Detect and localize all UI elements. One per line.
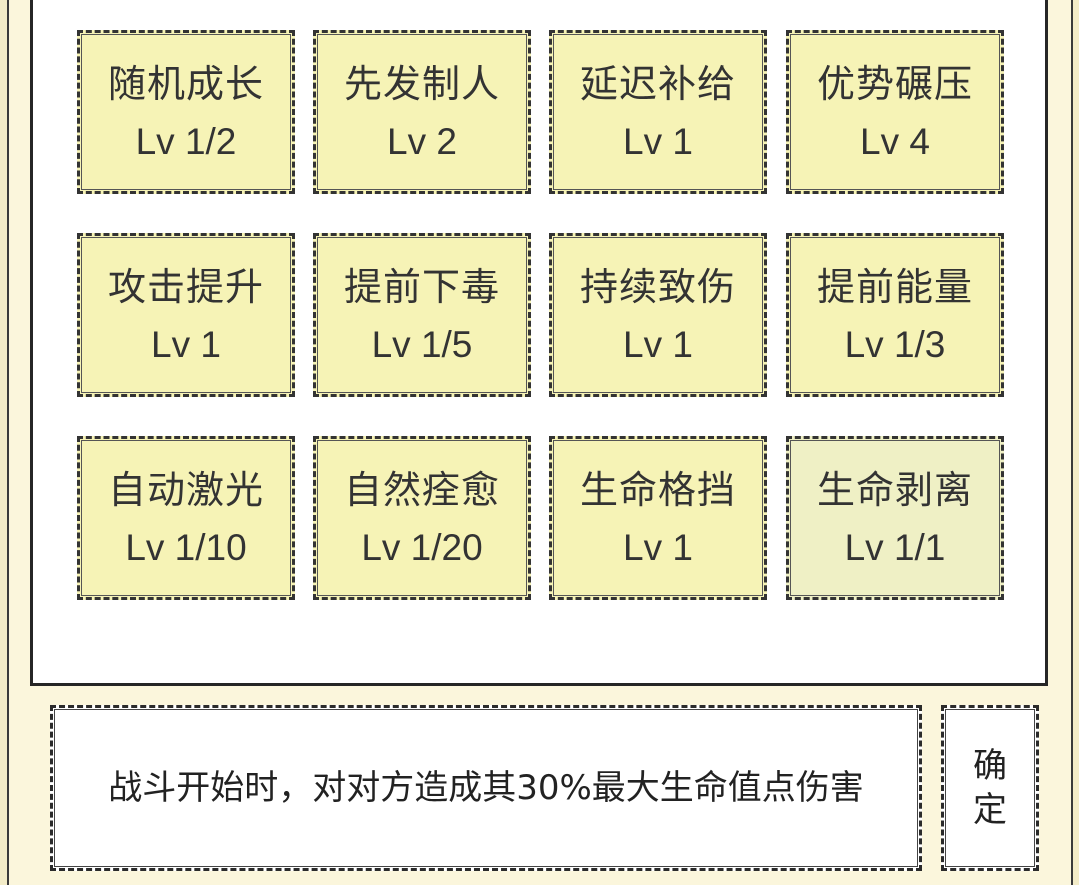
skill-level: Lv 1 [623,120,693,162]
skill-level: Lv 1 [623,323,693,365]
skill-level: Lv 1/5 [371,323,473,365]
skill-card-selected[interactable]: 生命剥离 Lv 1/1 [786,436,1004,600]
skill-name: 提前能量 [816,264,973,309]
skill-level: Lv 1/20 [361,526,483,568]
skill-card[interactable]: 延迟补给 Lv 1 [549,30,767,194]
skill-card[interactable]: 自动激光 Lv 1/10 [77,436,295,600]
skill-name: 先发制人 [343,61,500,106]
confirm-button[interactable]: 确定 [941,705,1039,871]
skill-level: Lv 1/2 [135,120,237,162]
confirm-label: 确定 [973,746,1007,830]
skill-level: Lv 1 [151,323,221,365]
skill-name: 攻击提升 [107,264,264,309]
skill-name: 持续致伤 [579,264,736,309]
skill-name: 随机成长 [107,61,264,106]
skill-card[interactable]: 生命格挡 Lv 1 [549,436,767,600]
skill-card[interactable]: 自然痊愈 Lv 1/20 [313,436,531,600]
skill-card[interactable]: 提前能量 Lv 1/3 [786,233,1004,397]
skill-card[interactable]: 攻击提升 Lv 1 [77,233,295,397]
skill-level: Lv 1 [623,526,693,568]
skill-card[interactable]: 持续致伤 Lv 1 [549,233,767,397]
skill-description-text: 战斗开始时，对对方造成其30%最大生命值点伤害 [108,768,864,808]
skill-name: 提前下毒 [343,264,500,309]
frame-edge-right [1071,0,1079,885]
skill-level: Lv 1/3 [844,323,946,365]
skill-name: 延迟补给 [579,61,736,106]
skill-description-box: 战斗开始时，对对方造成其30%最大生命值点伤害 [50,705,922,871]
skill-name: 生命剥离 [816,467,973,512]
skill-card[interactable]: 提前下毒 Lv 1/5 [313,233,531,397]
skill-level: Lv 4 [860,120,930,162]
skill-name: 自然痊愈 [343,467,500,512]
skill-name: 生命格挡 [579,467,736,512]
skill-name: 自动激光 [107,467,264,512]
skill-name: 优势碾压 [816,61,973,106]
skill-card[interactable]: 先发制人 Lv 2 [313,30,531,194]
skill-level: Lv 2 [387,120,457,162]
skill-card[interactable]: 优势碾压 Lv 4 [786,30,1004,194]
skill-level: Lv 1/10 [125,526,247,568]
frame-edge-left [0,0,9,885]
skill-grid-panel: 随机成长 Lv 1/2 先发制人 Lv 2 延迟补给 Lv 1 优势碾压 Lv … [30,0,1048,686]
skill-card[interactable]: 随机成长 Lv 1/2 [77,30,295,194]
skill-level: Lv 1/1 [844,526,946,568]
